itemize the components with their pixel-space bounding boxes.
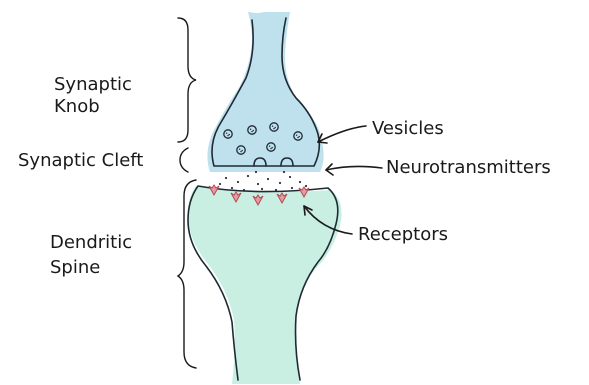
neurotransmitter-dots <box>219 171 307 191</box>
receptors-label: Receptors <box>358 224 448 245</box>
neurotransmitter-dot <box>305 185 307 187</box>
synaptic-knob-bracket <box>178 18 196 142</box>
neurotransmitter-dot <box>247 175 249 177</box>
neurotransmitters-label: Neurotransmitters <box>386 157 551 178</box>
vesicles-arrow <box>318 126 366 143</box>
neurotransmitter-dot <box>283 171 285 173</box>
neurotransmitter-dot <box>289 176 291 178</box>
neurotransmitter-dot <box>299 181 301 183</box>
neurotransmitter-dot <box>237 181 239 183</box>
synaptic-knob-fill <box>207 12 323 172</box>
neurotransmitter-dot <box>225 177 227 179</box>
neurotransmitter-dot <box>219 183 221 185</box>
synaptic-knob-label-line1: Synaptic <box>54 74 132 95</box>
neurotransmitters-arrow <box>326 164 382 175</box>
dendritic-spine <box>188 185 342 384</box>
synaptic-knob-label-line2: Knob <box>54 96 100 117</box>
neurotransmitter-dot <box>255 171 257 173</box>
synaptic-knob <box>207 12 323 172</box>
neurotransmitter-dot <box>261 188 263 190</box>
neurotransmitter-dot <box>257 183 259 185</box>
neurotransmitter-dot <box>267 178 269 180</box>
synaptic-cleft-bracket <box>180 148 188 172</box>
neurotransmitter-dot <box>291 187 293 189</box>
neurotransmitter-dot <box>231 187 233 189</box>
dendritic-spine-label-line1: Dendritic <box>50 232 132 253</box>
dendritic-spine-label-line2: Spine <box>50 257 100 278</box>
neurotransmitter-dot <box>279 182 281 184</box>
synaptic-cleft-label: Synaptic Cleft <box>18 150 143 171</box>
dendritic-spine-fill <box>188 186 342 384</box>
vesicles-label: Vesicles <box>372 118 444 139</box>
